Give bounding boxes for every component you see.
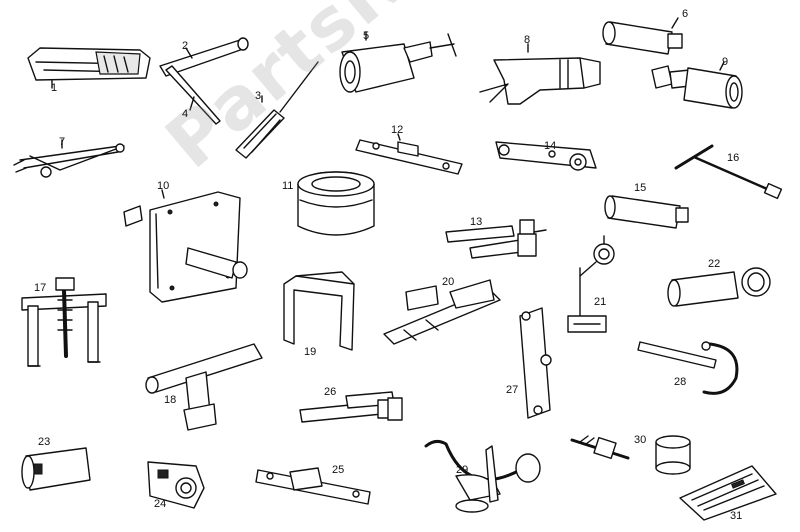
part-label-16: 16 <box>727 152 740 164</box>
part-label-26: 26 <box>324 386 337 398</box>
part-label-21: 21 <box>594 296 607 308</box>
part-label-17: 17 <box>34 282 47 294</box>
part-10-plate <box>123 189 248 303</box>
part-label-30: 30 <box>634 434 647 446</box>
part-11-cup <box>297 171 375 236</box>
part-label-31: 31 <box>730 510 743 522</box>
part-label-13: 13 <box>470 216 483 228</box>
part-label-25: 25 <box>332 464 345 476</box>
part-label-2: 2 <box>182 40 189 52</box>
part-label-6: 6 <box>682 8 689 20</box>
part-label-15: 15 <box>634 182 647 194</box>
part-label-18: 18 <box>164 394 177 406</box>
part-3-screwdriver <box>235 61 319 159</box>
part-label-9: 9 <box>722 56 729 68</box>
part-label-10: 10 <box>157 180 170 192</box>
part-9-adapter <box>651 61 743 109</box>
part-13-pins <box>445 219 547 259</box>
part-label-19: 19 <box>304 346 317 358</box>
part-label-4: 4 <box>182 108 189 120</box>
part-label-24: 24 <box>154 498 167 510</box>
part-label-29: 29 <box>456 464 469 476</box>
part-21-dial-gauge <box>567 235 615 333</box>
part-label-11: 11 <box>282 180 294 192</box>
part-12-bracket <box>355 133 463 175</box>
part-15-pin <box>604 195 689 229</box>
part-19-frame <box>283 271 355 351</box>
part-label-28: 28 <box>674 376 687 388</box>
part-31-manual <box>679 465 777 521</box>
part-30-plug <box>570 435 691 475</box>
part-label-12: 12 <box>391 124 404 136</box>
part-label-7: 7 <box>59 136 66 148</box>
part-label-8: 8 <box>524 34 531 46</box>
part-22-sleeve <box>667 267 771 307</box>
part-label-27: 27 <box>506 384 519 396</box>
part-26-pins <box>299 391 403 423</box>
part-25-plate <box>255 467 371 505</box>
part-28-hook-spanner <box>637 341 739 395</box>
part-18-t-handle <box>145 343 263 431</box>
part-8-air-tool <box>479 43 601 105</box>
part-14-link <box>495 141 597 171</box>
part-label-5: 5 <box>363 30 370 42</box>
part-label-20: 20 <box>442 276 455 288</box>
part-label-23: 23 <box>38 436 51 448</box>
part-label-3: 3 <box>255 90 262 102</box>
part-label-22: 22 <box>708 258 721 270</box>
part-24-holder <box>147 461 205 509</box>
part-5-puller <box>339 31 457 93</box>
part-7-wire-tool <box>13 139 125 178</box>
part-27-arm <box>519 307 552 419</box>
part-2-4-spanner <box>159 37 249 125</box>
part-23-socket <box>21 447 91 491</box>
part-29-assembly <box>424 439 541 513</box>
part-1-tool-pouch <box>27 47 151 89</box>
part-label-14: 14 <box>544 140 557 152</box>
part-6-sleeve <box>602 17 683 55</box>
part-20-support <box>383 279 501 345</box>
part-label-1: 1 <box>51 82 58 94</box>
part-16-t-wrench <box>674 144 783 200</box>
part-17-puller <box>21 277 107 367</box>
